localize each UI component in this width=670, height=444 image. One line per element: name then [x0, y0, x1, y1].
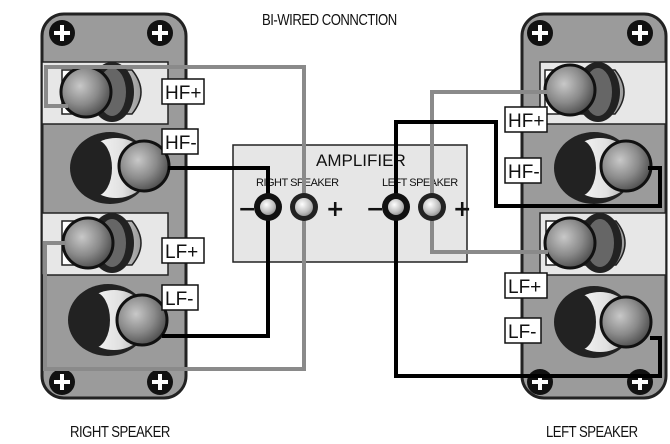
right-lf-plus-terminal: [61, 213, 142, 273]
right-speaker-caption: RIGHT SPEAKER: [70, 424, 170, 441]
screw-icon: [147, 20, 173, 46]
right-negative-wire: [162, 166, 270, 338]
screw-icon: [627, 20, 653, 46]
amp-right-channel-label: RIGHT SPEAKER: [256, 177, 339, 189]
left-lf-plus-label: LF+: [508, 277, 541, 298]
right-lf-plus-tag: LF+: [161, 237, 205, 264]
left-lf-minus-tag: LF-: [504, 317, 542, 344]
right-hf-minus-label: HF-: [165, 133, 197, 154]
left-hf-plus-terminal: [543, 62, 625, 122]
amp-left-channel-label: LEFT SPEAKER: [382, 177, 458, 189]
right-speaker-panel: [40, 12, 188, 400]
left-lf-minus-label: LF-: [508, 322, 537, 343]
left-hf-minus-tag: HF-: [504, 157, 542, 184]
amp-left-minus-post: [382, 193, 410, 221]
right-lf-minus-label: LF-: [165, 289, 194, 310]
screw-icon: [627, 369, 653, 395]
screw-icon: [527, 20, 553, 46]
left-lf-plus-terminal: [543, 213, 626, 273]
screw-icon: [49, 369, 75, 395]
screw-icon: [49, 20, 75, 46]
diagram-title: BI-WIRED CONNCTION: [262, 12, 397, 29]
left-speaker-caption: LEFT SPEAKER: [546, 424, 638, 441]
amp-right-minus-post: [254, 193, 282, 221]
screw-icon: [147, 369, 173, 395]
left-negative-wire: [394, 120, 662, 378]
amp-left-plus-sign: +: [453, 197, 471, 222]
amp-left-minus-sign: −: [366, 197, 384, 222]
right-hf-plus-label: HF+: [165, 83, 201, 104]
right-lf-plus-label: LF+: [165, 242, 198, 263]
amp-left-plus-post: [418, 193, 446, 221]
right-lf-minus-tag: LF-: [161, 284, 199, 311]
right-hf-plus-tag: HF+: [161, 78, 205, 105]
left-positive-wire: [430, 90, 548, 254]
left-hf-plus-tag: HF+: [504, 106, 548, 133]
left-hf-plus-label: HF+: [508, 111, 544, 132]
amplifier-label: AMPLIFIER: [316, 151, 406, 170]
right-lf-minus-terminal: [68, 284, 169, 356]
screw-icon: [527, 369, 553, 395]
left-lf-minus-terminal: [554, 286, 653, 358]
left-hf-minus-label: HF-: [508, 162, 540, 183]
amp-right-plus-sign: +: [326, 197, 344, 222]
amp-right-minus-sign: −: [238, 197, 256, 222]
left-lf-plus-tag: LF+: [504, 272, 548, 299]
right-hf-minus-tag: HF-: [161, 128, 199, 155]
right-hf-plus-terminal: [59, 62, 142, 122]
amp-right-plus-post: [290, 193, 318, 221]
